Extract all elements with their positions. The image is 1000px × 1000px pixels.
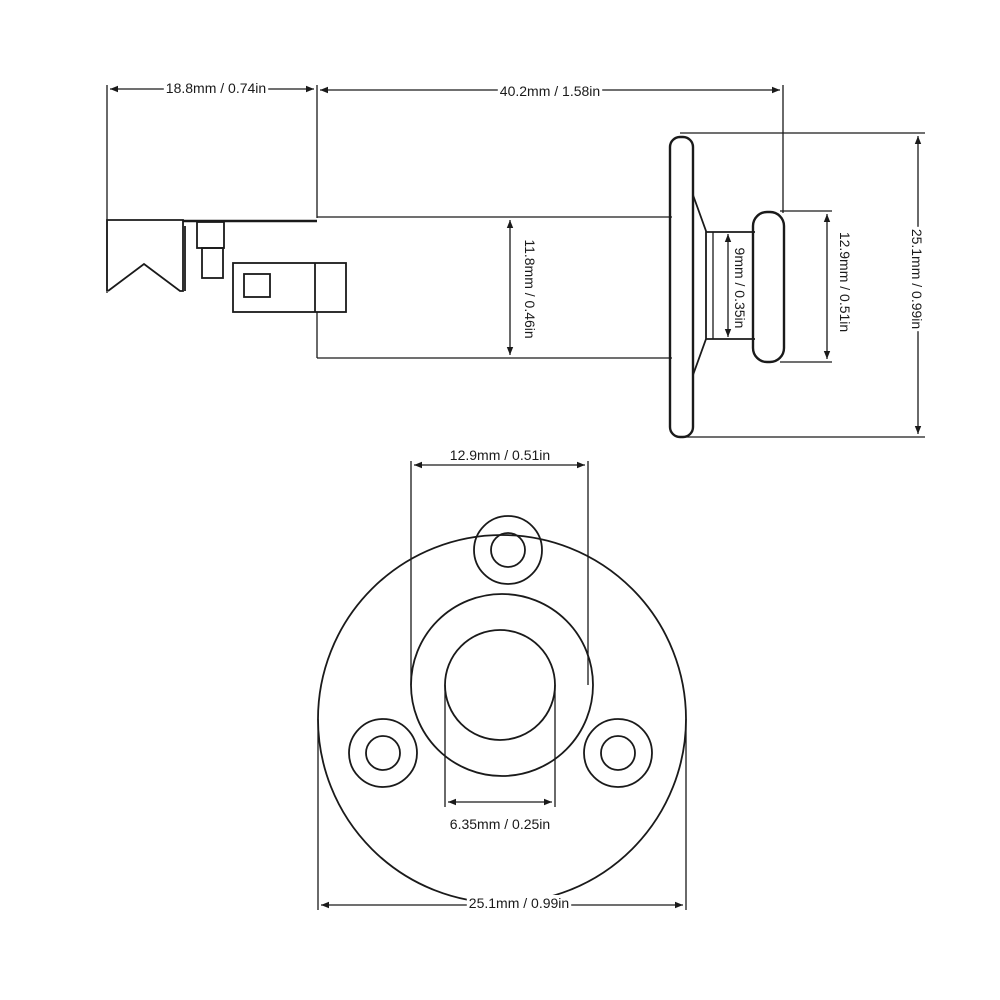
switch-block	[232, 262, 347, 313]
label-background	[466, 895, 572, 911]
nut-ring	[410, 593, 594, 777]
dim-front-plate: 25.1mm / 0.99in	[469, 895, 569, 911]
lug-triangle	[106, 219, 184, 292]
screw-hole-left-inner	[365, 735, 401, 771]
screw-hole-left-outer	[348, 718, 418, 788]
terminal-lugs	[106, 219, 347, 313]
mounting-plate	[317, 534, 687, 904]
barrel-body	[316, 216, 672, 359]
side-view: 18.8mm / 0.74in 40.2mm / 1.58in 11.8mm /…	[106, 80, 925, 439]
nut	[751, 210, 786, 364]
screw-hole-right	[583, 718, 653, 788]
screw-hole-top	[473, 515, 543, 585]
label-background	[447, 447, 553, 463]
label-background	[732, 245, 748, 331]
neck-cone	[692, 194, 707, 376]
label-background	[522, 237, 538, 341]
dim-body-length: 40.2mm / 1.58in	[500, 83, 600, 99]
screw-hole-top-outer	[473, 515, 543, 585]
dim-left-width: 18.8mm / 0.74in	[166, 80, 266, 96]
lug-tab-lower	[201, 247, 224, 279]
dim-nut-diameter: 12.9mm / 0.51in	[837, 232, 853, 332]
dim-front-hole: 6.35mm / 0.25in	[450, 816, 550, 832]
dim-body-diameter: 11.8mm / 0.46in	[522, 239, 538, 338]
dim-front-nut: 12.9mm / 0.51in	[450, 447, 550, 463]
screw-hole-top-inner	[490, 532, 526, 568]
screw-hole-right-inner	[600, 735, 636, 771]
flange-plate	[668, 135, 695, 439]
front-view: 12.9mm / 0.51in 6.35mm / 0.25in 25.1mm /…	[317, 447, 687, 911]
screw-hole-right-outer	[583, 718, 653, 788]
screw-hole-left	[348, 718, 418, 788]
label-background	[837, 229, 853, 335]
label-background	[909, 226, 925, 332]
label-background	[497, 83, 603, 99]
switch-window	[243, 273, 271, 298]
lug-tab-upper	[196, 221, 225, 249]
neck	[692, 194, 755, 376]
label-background	[163, 80, 269, 96]
jack-hole	[444, 629, 556, 741]
dim-neck-diameter: 9mm / 0.35in	[732, 248, 748, 329]
label-background	[447, 816, 553, 832]
dim-flange-diameter: 25.1mm / 0.99in	[909, 229, 925, 329]
